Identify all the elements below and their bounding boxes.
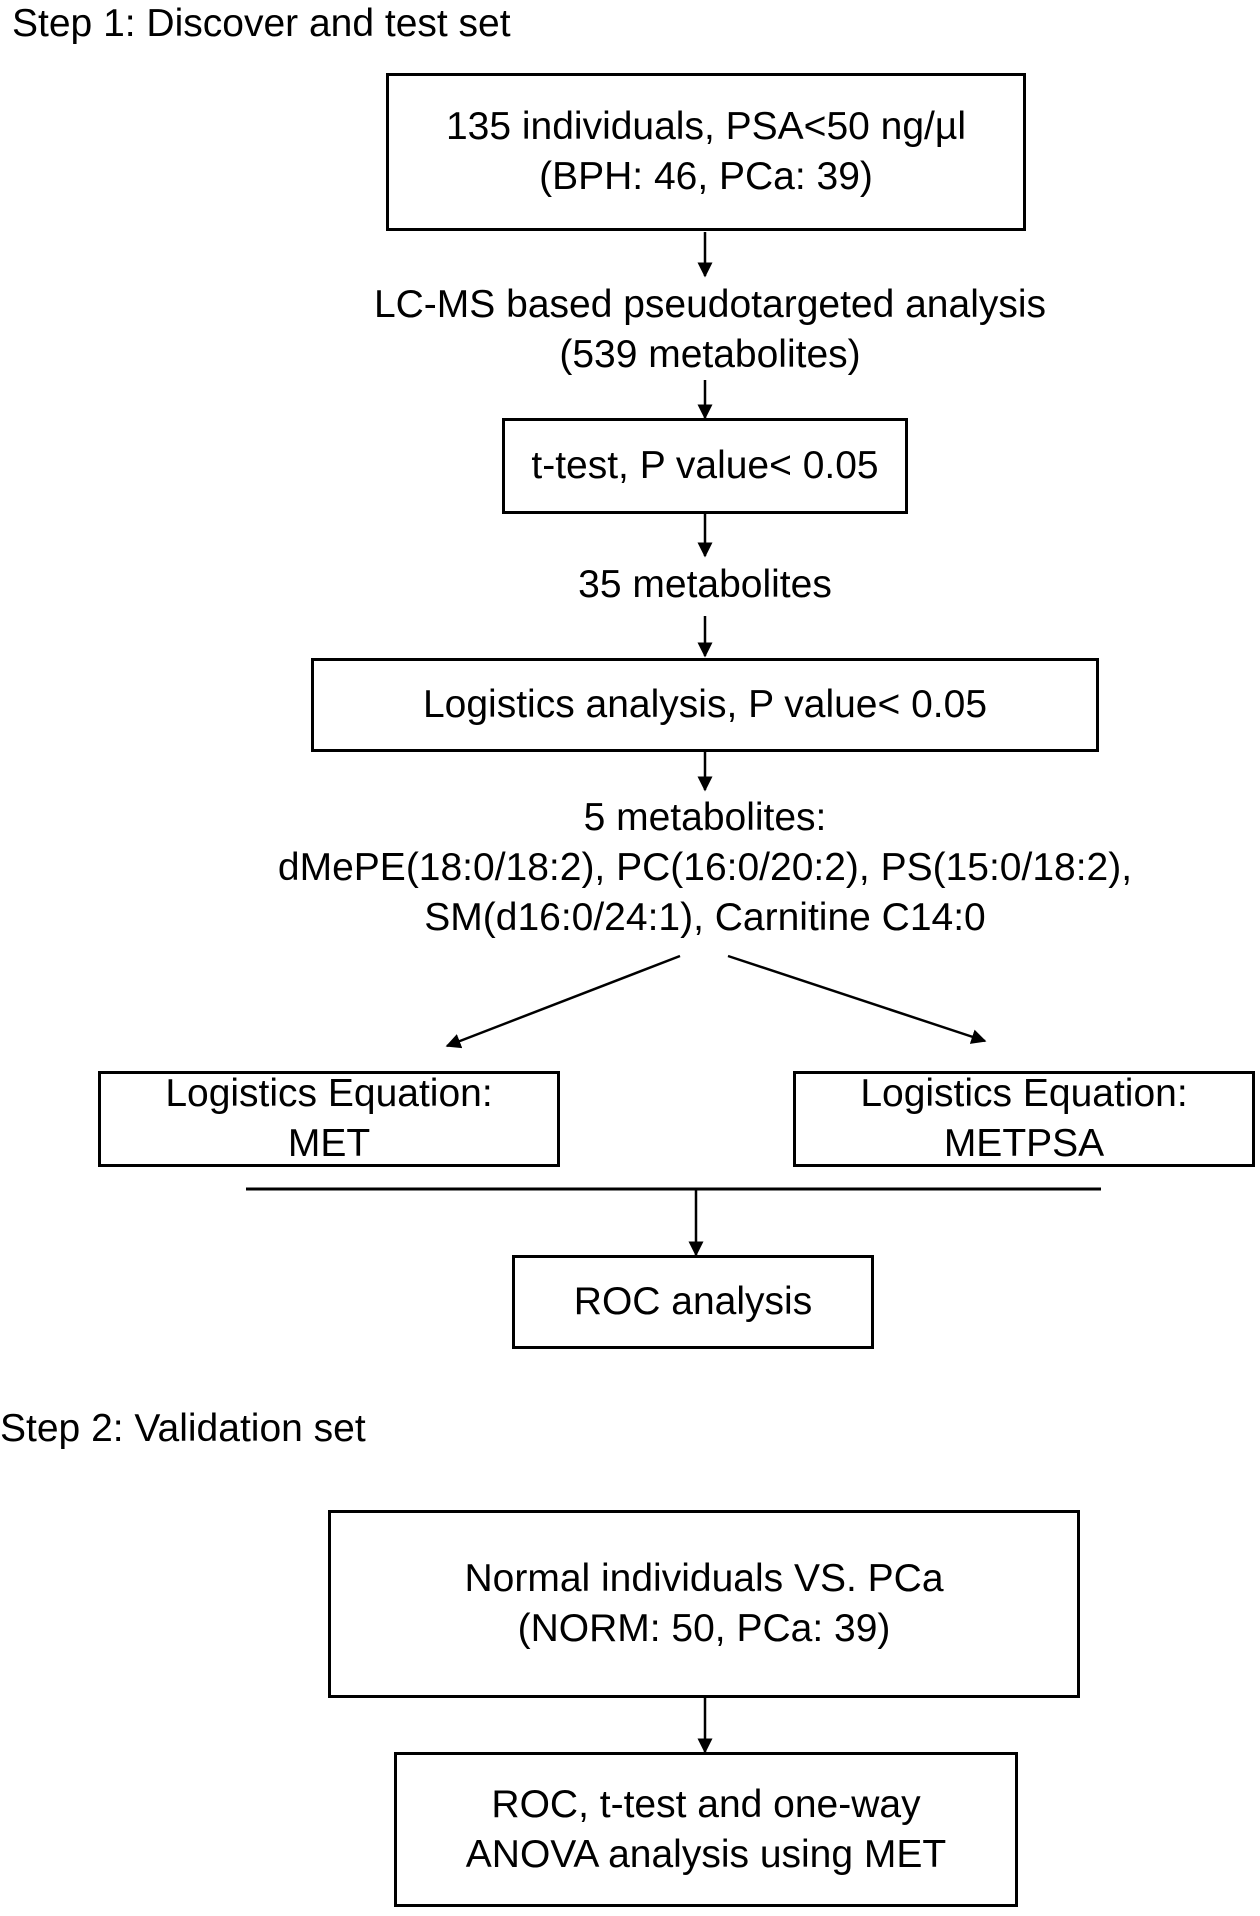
metabolites-5-line3: SM(d16:0/24:1), Carnitine C14:0 [424, 896, 986, 939]
box-roc-analysis: ROC analysis [512, 1255, 874, 1349]
box-roc-analysis-label: ROC analysis [573, 1280, 813, 1323]
step1-title: Step 1: Discover and test set [12, 2, 511, 45]
box-individuals-line1: 135 individuals, PSA<50 ng/µl [445, 105, 967, 148]
arrow-5-to-met [445, 954, 681, 1049]
box-ttest: t-test, P value< 0.05 [502, 418, 908, 514]
box-logistics-analysis: Logistics analysis, P value< 0.05 [311, 658, 1099, 752]
metabolites-5-line2: dMePE(18:0/18:2), PC(16:0/20:2), PS(15:0… [277, 846, 1133, 889]
box-individuals-line2: (BPH: 46, PCa: 39) [539, 155, 873, 198]
box-equation-met-line1: Logistics Equation: [165, 1072, 493, 1115]
box-final-analysis-line2: ANOVA analysis using MET [465, 1832, 947, 1876]
box-ttest-label: t-test, P value< 0.05 [531, 444, 879, 487]
box-equation-metpsa-line2: METPSA [943, 1122, 1105, 1165]
box-equation-met: Logistics Equation: MET [98, 1071, 560, 1167]
box-normal-vs-pca: Normal individuals VS. PCa (NORM: 50, PC… [328, 1510, 1080, 1698]
box-final-analysis-line1: ROC, t-test and one-way [491, 1782, 921, 1826]
box-logistics-analysis-label: Logistics analysis, P value< 0.05 [422, 683, 988, 726]
metabolites-5-text: 5 metabolites: dMePE(18:0/18:2), PC(16:0… [180, 793, 1230, 943]
metabolites-5-line1: 5 metabolites: [583, 796, 827, 839]
box-normal-vs-pca-line1: Normal individuals VS. PCa [464, 1557, 944, 1600]
metabolites-35-text: 35 metabolites [578, 563, 832, 606]
box-equation-metpsa-line1: Logistics Equation: [860, 1072, 1188, 1115]
box-equation-met-line2: MET [287, 1122, 371, 1165]
arrow-5-to-metpsa [727, 954, 987, 1044]
lcms-text: LC-MS based pseudotargeted analysis (539… [310, 280, 1110, 380]
lcms-text-line1: LC-MS based pseudotargeted analysis [373, 283, 1047, 326]
lcms-text-line2: (539 metabolites) [559, 333, 861, 376]
box-individuals: 135 individuals, PSA<50 ng/µl (BPH: 46, … [386, 73, 1026, 231]
step2-title: Step 2: Validation set [0, 1407, 366, 1450]
box-equation-metpsa: Logistics Equation: METPSA [793, 1071, 1255, 1167]
box-normal-vs-pca-line2: (NORM: 50, PCa: 39) [517, 1607, 891, 1650]
box-final-analysis: ROC, t-test and one-way ANOVA analysis u… [394, 1752, 1018, 1907]
